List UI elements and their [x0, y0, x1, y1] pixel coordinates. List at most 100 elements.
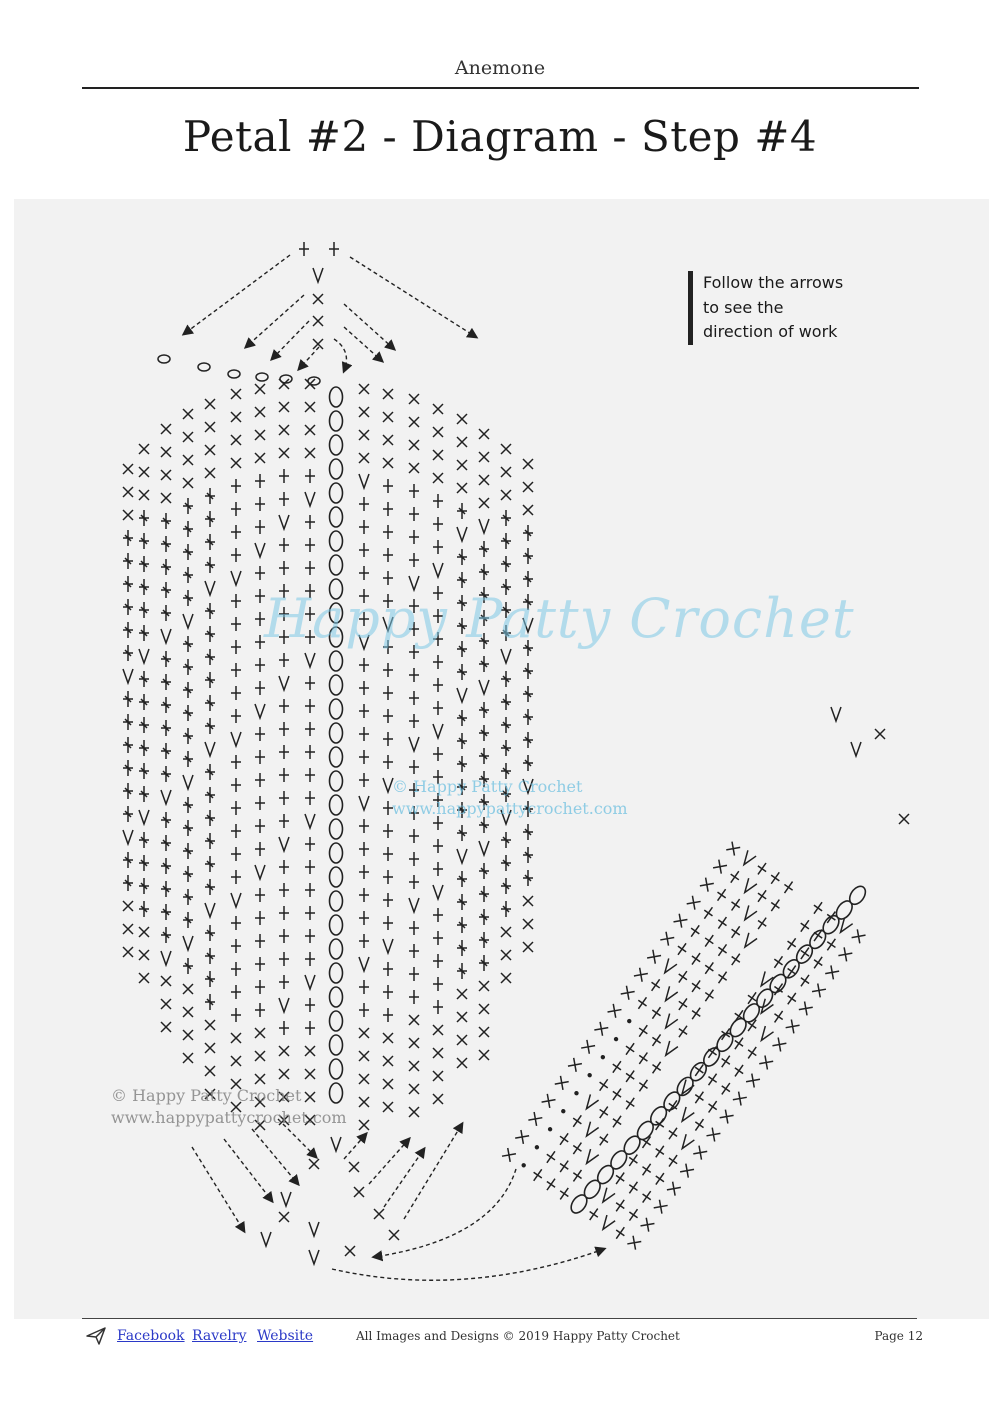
stitch-dc: [501, 625, 511, 641]
stitch-inc: [304, 491, 316, 509]
stitch-dc: [183, 521, 193, 537]
send-icon[interactable]: [86, 1327, 106, 1349]
stitch-hdc: [559, 1160, 569, 1173]
stitch-hdc: [305, 469, 315, 483]
stitch-inc: [278, 675, 290, 693]
stitch-hdc: [279, 538, 289, 552]
stitch-dc: [457, 641, 467, 657]
chain-stitch: [328, 650, 344, 672]
direction-arrow: [368, 1136, 411, 1185]
stitch-hdc: [409, 783, 419, 797]
stitch-dc: [205, 695, 215, 711]
chain-stitch: [328, 722, 344, 744]
stitch-dc: [205, 649, 215, 665]
stitch-hdc: [231, 847, 241, 861]
stitch-dc: [457, 664, 467, 680]
stitch-inc: [308, 1221, 320, 1239]
stitch-dc: [501, 556, 511, 572]
stitch-hdc: [721, 1055, 731, 1068]
stitch-dc: [205, 511, 215, 527]
stitch-hdc: [231, 686, 241, 700]
stitch-hdc: [409, 484, 419, 498]
stitch-inc: [408, 575, 420, 593]
stitch-x: [254, 1096, 266, 1108]
stitch-hdc: [572, 1142, 582, 1155]
footer: Facebook Ravelry Website All Images and …: [86, 1327, 926, 1349]
stitch-hdc: [730, 870, 740, 884]
website-link[interactable]: Website: [257, 1328, 314, 1344]
stitch-x: [712, 859, 728, 874]
chain-stitch: [328, 746, 344, 768]
stitch-dc: [523, 709, 533, 725]
stitch-inc: [138, 648, 150, 666]
stitch-inc: [478, 518, 490, 536]
stitch-x: [182, 454, 194, 466]
stitch-dc: [205, 672, 215, 688]
stitch-inc: [330, 1136, 342, 1154]
stitch-dc: [205, 925, 215, 941]
stitch-x: [726, 841, 741, 856]
stitch-hdc: [231, 939, 241, 953]
stitch-hdc: [628, 1208, 639, 1222]
stitch-x: [254, 1119, 266, 1131]
stitch-hdc: [641, 1136, 652, 1149]
stitch-x: [607, 1003, 622, 1018]
stitch-x: [408, 1014, 420, 1026]
stitch-dc: [183, 659, 193, 675]
stitch-dc: [457, 917, 467, 933]
ravelry-link[interactable]: Ravelry: [192, 1328, 247, 1344]
stitch-hdc: [433, 586, 443, 600]
stitch-x: [898, 813, 910, 825]
stitch-dc: [479, 794, 489, 810]
stitch-dc: [523, 801, 533, 817]
stitch-hdc: [409, 829, 419, 843]
stitch-x: [204, 1065, 216, 1077]
stitch-inc: [278, 514, 290, 532]
stitch-dc: [161, 927, 171, 943]
chain-stitch: [328, 1034, 344, 1056]
stitch-dc: [205, 879, 215, 895]
stitch-dc: [479, 610, 489, 626]
stitch-inc: [254, 703, 266, 721]
facebook-link[interactable]: Facebook: [117, 1328, 185, 1344]
stitch-x: [230, 411, 242, 423]
stitch-inc: [382, 616, 394, 634]
stitch-hdc: [703, 906, 714, 920]
stitch-hdc: [773, 983, 784, 996]
stitch-hdc: [433, 517, 443, 531]
stitch-hdc: [231, 1008, 241, 1022]
stitch-x: [640, 1217, 655, 1232]
stitch-dc: [161, 881, 171, 897]
stitch-hdc: [255, 934, 265, 948]
stitch-hdc: [433, 540, 443, 554]
stitch-x: [719, 1109, 734, 1124]
stitch-hdc: [383, 1008, 393, 1022]
stitch-dc: [479, 748, 489, 764]
stitch-hdc: [533, 1168, 543, 1182]
stitch-hdc: [813, 929, 823, 942]
stitch-hdc: [359, 727, 369, 741]
direction-arrow: [383, 1146, 426, 1208]
stitch-hdc: [691, 952, 701, 965]
stitch-inc: [522, 617, 534, 635]
stitch-dc: [139, 671, 149, 687]
stitch-x: [581, 1039, 596, 1054]
stitch-dc: [123, 806, 133, 822]
chain-stitch: [328, 1058, 344, 1080]
chain-stitch: [328, 386, 344, 408]
stitch-dc: [139, 694, 149, 710]
stitch-dc: [501, 901, 511, 917]
stitch-inc: [601, 1214, 616, 1232]
stitch-dc: [123, 691, 133, 707]
stitch-hdc: [628, 1154, 638, 1167]
stitch-hdc: [409, 599, 419, 613]
stitch-hdc: [383, 916, 393, 930]
direction-arrow: [251, 1128, 300, 1187]
stitch-inc: [743, 877, 758, 895]
watermark-center: © Happy Patty Crochet www.happypattycroc…: [392, 776, 628, 820]
stitch-dc: [205, 718, 215, 734]
stitch-inc: [304, 813, 316, 831]
stitch-dc: [205, 626, 215, 642]
stitch-hdc: [690, 924, 700, 938]
stitch-dc: [523, 525, 533, 541]
